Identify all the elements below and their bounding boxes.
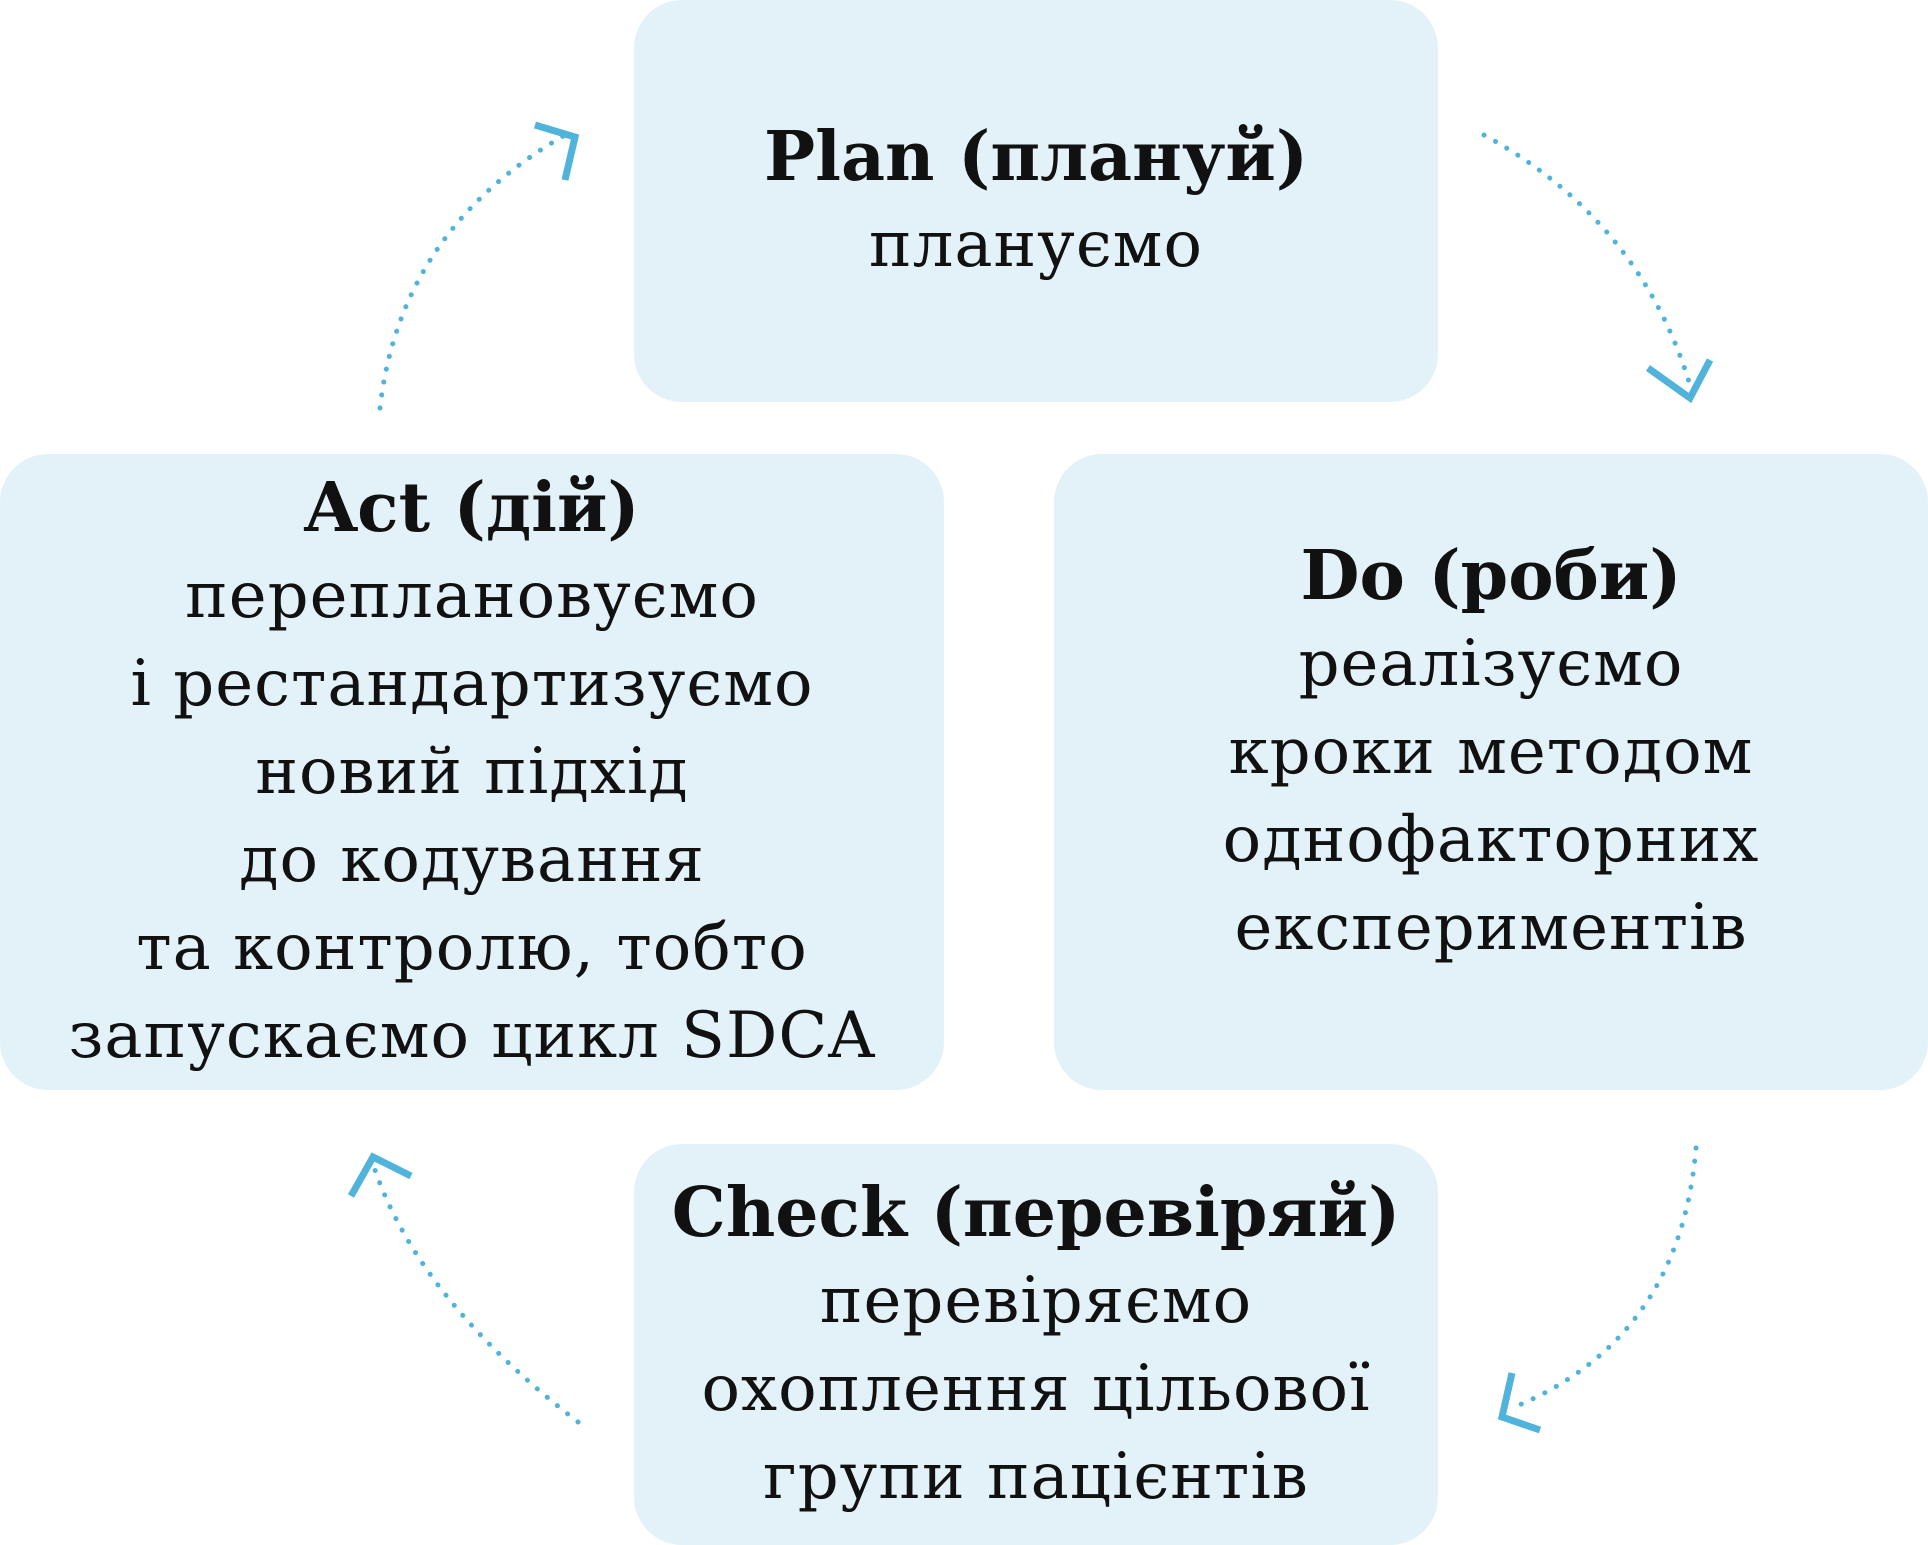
act-line: новий підхід: [255, 735, 689, 809]
act-line: запускаємо цикл SDCA: [68, 999, 876, 1073]
do-line: експериментів: [1234, 891, 1748, 965]
do-to-check-arrow: [1509, 1145, 1699, 1411]
check-title: Check (перевіряй): [671, 1172, 1401, 1253]
act-line: до кодування: [239, 823, 705, 897]
check-to-act-arrowhead: [347, 1152, 413, 1198]
plan-line: плануємо: [869, 208, 1203, 282]
plan-title: Plan (плануй): [764, 117, 1308, 197]
check-box: Check (перевіряй) перевіряємо охоплення …: [634, 1144, 1438, 1545]
check-line: охоплення цільової: [701, 1351, 1371, 1426]
act-line: і рестандартизуємо: [130, 647, 814, 721]
do-line: однофакторних: [1222, 803, 1760, 877]
check-line: групи пацієнтів: [763, 1439, 1309, 1514]
do-line: кроки методом: [1228, 715, 1754, 789]
do-to-check-arrowhead: [1497, 1372, 1542, 1434]
act-box: Act (дій) переплановуємо і рестандартизу…: [0, 454, 944, 1090]
act-line: переплановуємо: [185, 559, 759, 633]
do-box: Do (роби) реалізуємо кроки методом одноф…: [1054, 454, 1928, 1090]
plan-to-do-arrowhead: [1645, 358, 1714, 404]
check-line: перевіряємо: [819, 1263, 1253, 1338]
act-to-plan-arrow: [377, 132, 568, 411]
act-title: Act (дій): [304, 468, 640, 548]
act-to-plan-arrowhead: [533, 121, 580, 181]
check-to-act-arrow: [372, 1167, 581, 1425]
do-title: Do (роби): [1300, 536, 1682, 616]
act-line: та контролю, тобто: [136, 911, 808, 985]
plan-box: Plan (плануй) плануємо: [634, 0, 1438, 402]
do-line: реалізуємо: [1298, 627, 1684, 701]
plan-to-do-arrow: [1481, 132, 1693, 388]
